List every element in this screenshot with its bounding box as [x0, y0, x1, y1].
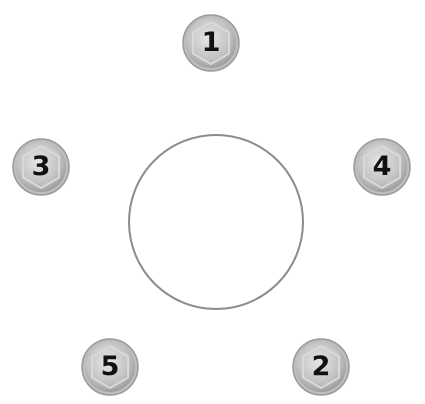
bolt-3: 3 [11, 137, 71, 197]
bolt-1: 1 [181, 13, 241, 73]
bolt-number-label: 5 [100, 351, 120, 382]
bolt-number-label: 1 [201, 27, 221, 58]
hex-bolt-head-icon [182, 14, 240, 72]
bolt-5: 5 [80, 337, 140, 397]
hex-bolt-head-icon [81, 338, 139, 396]
bolt-2: 2 [291, 337, 351, 397]
center-hole-ring [128, 134, 304, 310]
bolt-number-label: 2 [311, 351, 331, 382]
hex-bolt-head-icon [353, 138, 411, 196]
bolt-number-label: 4 [372, 151, 392, 182]
bolt-number-label: 3 [31, 151, 51, 182]
hex-bolt-head-icon [12, 138, 70, 196]
hex-bolt-head-icon [292, 338, 350, 396]
bolt-4: 4 [352, 137, 412, 197]
